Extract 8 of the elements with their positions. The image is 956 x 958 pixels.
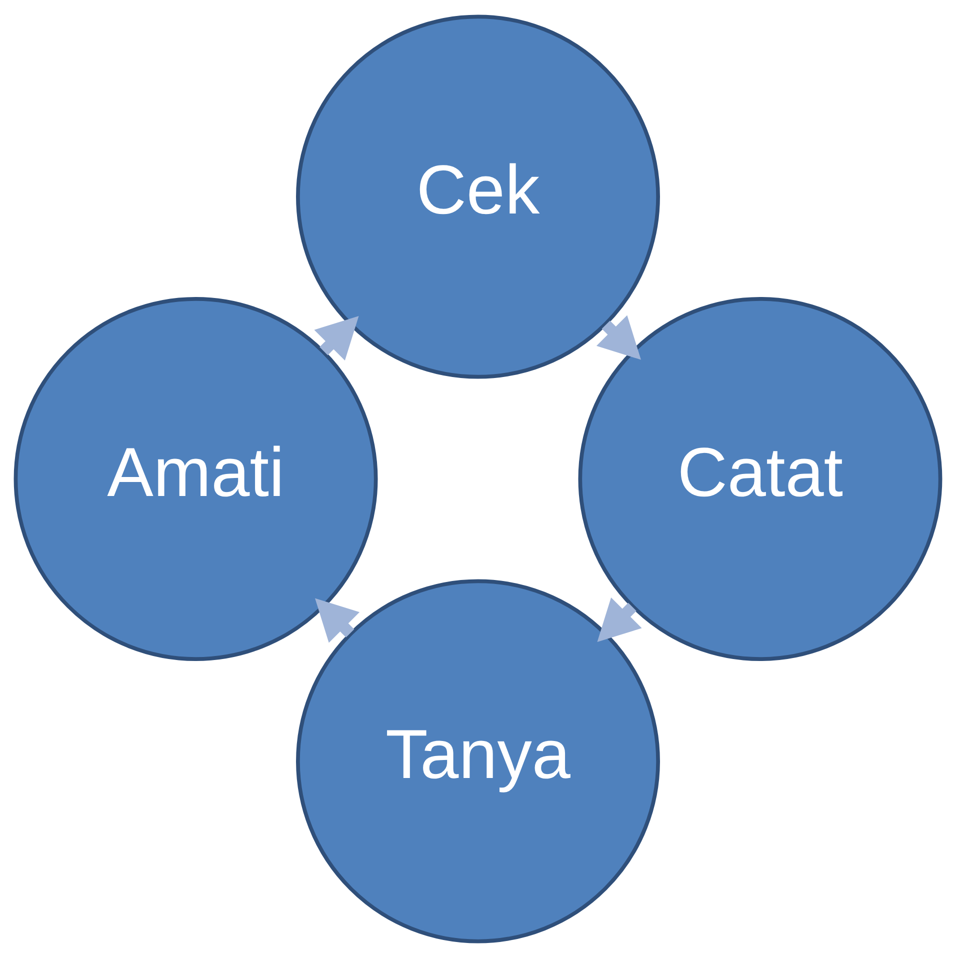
node-circle: Catat: [578, 297, 942, 661]
node-circle: Tanya: [296, 579, 660, 944]
arrow: [596, 315, 641, 360]
arrow: [597, 597, 642, 642]
arrow: [314, 316, 359, 361]
node-circle: Amati: [14, 297, 378, 661]
node-circle: Cek: [296, 14, 660, 379]
arrow: [315, 598, 360, 643]
